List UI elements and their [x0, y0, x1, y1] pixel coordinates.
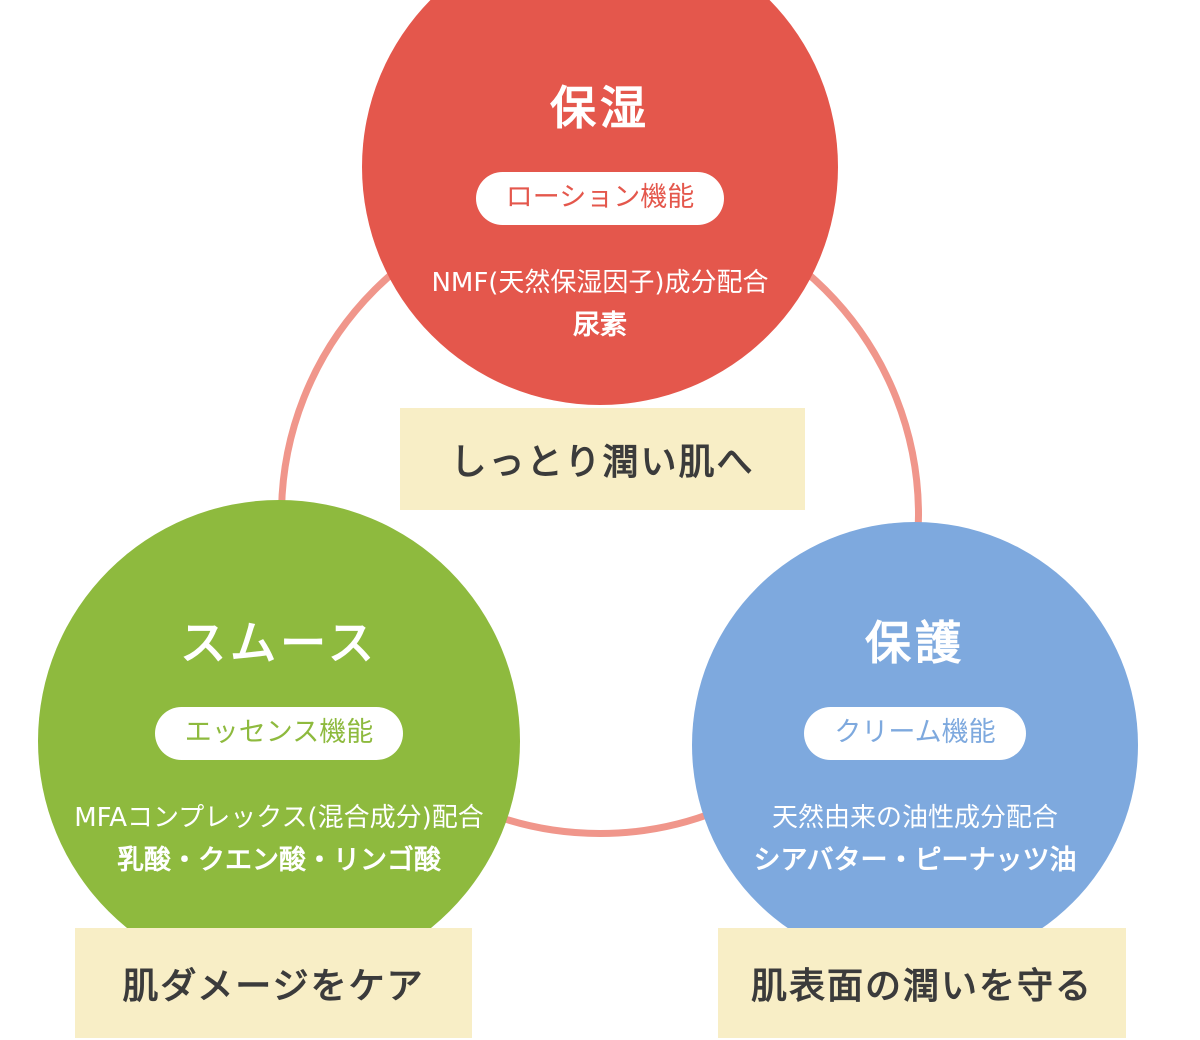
benefit-label-protect-text: 肌表面の潤いを守る	[750, 966, 1093, 1007]
cream-function-badge: クリーム機能	[804, 707, 1026, 760]
circle-protect-title: 保護	[865, 616, 965, 670]
benefit-label-protect: 肌表面の潤いを守る	[718, 928, 1126, 1038]
lotion-function-badge: ローション機能	[475, 172, 725, 225]
benefit-label-smooth: 肌ダメージをケア	[75, 928, 472, 1038]
benefit-label-moisture-text: しっとり潤い肌へ	[450, 442, 755, 483]
circle-smooth-title: スムース	[180, 616, 378, 670]
circle-moisture-title: 保湿	[550, 81, 650, 135]
circle-smooth: スムース エッセンス機能 MFAコンプレックス(混合成分)配合 乳酸・クエン酸・…	[38, 500, 520, 982]
smooth-ingredient-line: MFAコンプレックス(混合成分)配合	[74, 802, 484, 833]
circle-protect: 保護 クリーム機能 天然由来の油性成分配合 シアバター・ピーナッツ油	[692, 522, 1138, 968]
moisture-ingredient-line: NMF(天然保湿因子)成分配合	[431, 267, 769, 298]
circle-moisture: 保湿 ローション機能 NMF(天然保湿因子)成分配合 尿素	[362, 0, 838, 405]
benefit-label-moisture: しっとり潤い肌へ	[400, 408, 805, 510]
protect-ingredient-line: 天然由来の油性成分配合	[771, 802, 1058, 833]
essence-function-badge: エッセンス機能	[154, 707, 404, 760]
smooth-ingredient-bold: 乳酸・クエン酸・リンゴ酸	[117, 845, 441, 877]
moisture-ingredient-bold: 尿素	[573, 310, 627, 342]
protect-ingredient-bold: シアバター・ピーナッツ油	[753, 845, 1077, 877]
benefit-label-smooth-text: 肌ダメージをケア	[122, 966, 425, 1007]
